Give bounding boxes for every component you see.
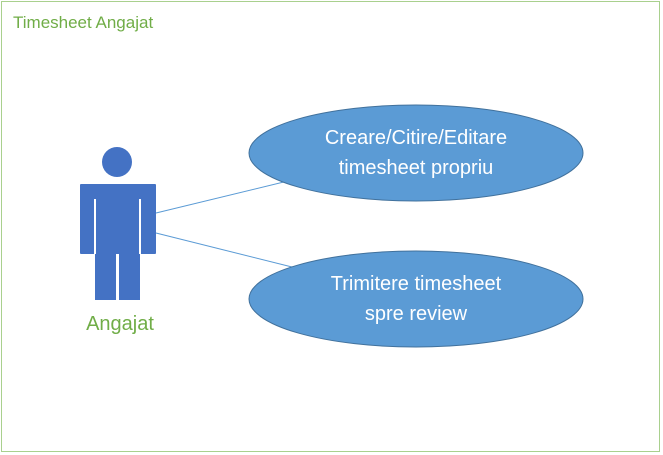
use-case-1: Creare/Citire/Editare timesheet propriu [250,105,582,201]
use-case-ellipse-1 [248,104,584,202]
system-boundary-title: Timesheet Angajat [13,13,154,32]
use-case-2: Trimitere timesheet spre review [250,251,582,347]
use-case-1-line-1: Creare/Citire/Editare [324,127,508,149]
actor-label: Angajat [86,313,154,335]
association-line-1 [155,179,293,214]
use-case-ellipse-2 [248,250,584,348]
use-case-2-line-2: spre review [364,303,468,325]
use-case-1-line-2: timesheet propriu [338,157,494,179]
person-icon [80,147,156,300]
association-line-2 [155,232,293,268]
use-case-2-line-1: Trimitere timesheet [330,273,502,295]
